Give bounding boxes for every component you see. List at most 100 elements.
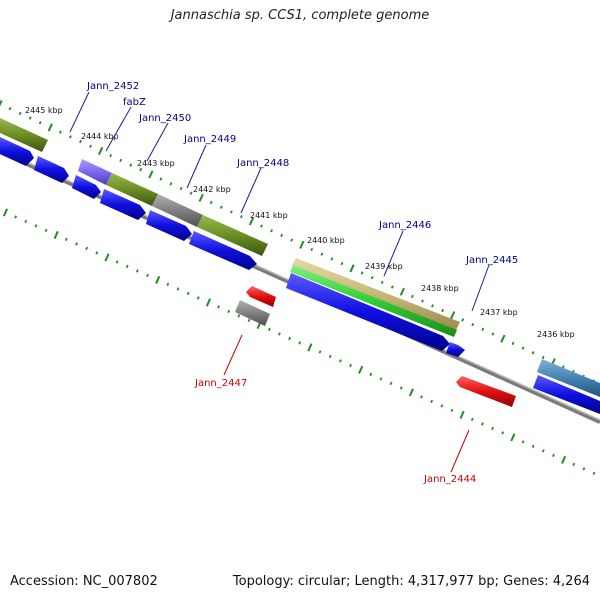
cds-forward-track xyxy=(0,137,600,414)
minor-tick xyxy=(139,168,143,172)
minor-tick xyxy=(24,219,28,224)
minor-tick xyxy=(280,233,284,238)
tick-label: 2441 kbp xyxy=(250,211,288,220)
minor-tick xyxy=(440,404,444,408)
minor-tick xyxy=(511,341,515,346)
cds-reverse-track xyxy=(235,286,516,407)
cds-arrow[interactable] xyxy=(189,231,257,270)
minor-tick xyxy=(420,395,423,399)
minor-tick xyxy=(119,158,123,162)
feature-block[interactable] xyxy=(290,265,457,337)
major-tick xyxy=(510,433,516,442)
minor-tick xyxy=(176,287,180,291)
feature-block[interactable] xyxy=(537,359,600,397)
minor-tick xyxy=(75,242,78,246)
leader-line xyxy=(223,334,243,376)
minor-tick xyxy=(541,449,545,453)
minor-tick xyxy=(592,471,596,475)
minor-tick xyxy=(267,327,271,332)
major-tick xyxy=(104,253,110,262)
major-tick xyxy=(248,217,255,226)
major-tick xyxy=(408,388,414,397)
cds-arrow[interactable] xyxy=(0,137,34,166)
minor-tick xyxy=(217,305,220,309)
gene-label-fabz[interactable]: fabZ xyxy=(123,97,146,108)
minor-tick xyxy=(369,372,373,377)
minor-tick xyxy=(491,332,495,336)
cds-arrow[interactable] xyxy=(146,210,192,241)
minor-tick xyxy=(380,280,384,284)
minor-tick xyxy=(270,229,274,233)
leader-line xyxy=(69,91,90,133)
minor-tick xyxy=(290,238,294,242)
minor-tick xyxy=(8,107,12,111)
accession-text: Accession: NC_007802 xyxy=(10,574,158,589)
minor-tick xyxy=(64,237,68,242)
tick-label: 2438 kbp xyxy=(421,284,459,293)
minor-tick xyxy=(410,294,414,299)
tick-label: 2445 kbp xyxy=(25,106,63,115)
feature-block[interactable] xyxy=(78,159,112,185)
minor-tick xyxy=(28,116,32,120)
cds-arrow[interactable] xyxy=(72,175,101,199)
minor-tick xyxy=(582,467,586,471)
genome-summary-text: Topology: circular; Length: 4,317,977 bp… xyxy=(232,574,590,589)
tick-label: 2443 kbp xyxy=(137,159,175,168)
leader-line xyxy=(240,167,262,214)
gene-label-jann-2448[interactable]: Jann_2448 xyxy=(236,158,289,169)
minor-tick xyxy=(239,215,243,219)
minor-tick xyxy=(89,144,92,148)
tick-label: 2442 kbp xyxy=(193,185,231,194)
cds-arrow[interactable] xyxy=(246,286,276,307)
feature-block[interactable] xyxy=(106,173,158,206)
gene-label-jann-2452[interactable]: Jann_2452 xyxy=(86,81,139,92)
cds-arrow[interactable] xyxy=(34,156,69,183)
minor-tick xyxy=(186,291,190,296)
major-tick xyxy=(97,146,104,156)
leader-line xyxy=(471,264,490,312)
major-tick xyxy=(155,275,161,285)
gene-label-jann-2444[interactable]: Jann_2444 xyxy=(423,474,476,485)
feature-block[interactable] xyxy=(235,300,270,326)
leader-line xyxy=(186,144,207,189)
cds-arrow[interactable] xyxy=(286,273,450,351)
minor-tick xyxy=(531,444,535,448)
minor-tick xyxy=(552,453,555,457)
cds-arrow[interactable] xyxy=(100,189,146,220)
major-tick xyxy=(47,123,53,132)
minor-tick xyxy=(179,186,183,191)
cds-arrow[interactable] xyxy=(533,375,600,414)
feature-block[interactable] xyxy=(0,118,48,152)
gene-label-jann-2446[interactable]: Jann_2446 xyxy=(378,220,431,231)
gene-label-jann-2449[interactable]: Jann_2449 xyxy=(183,134,236,145)
tick-label: 2439 kbp xyxy=(365,262,403,271)
minor-tick xyxy=(450,408,454,413)
cds-arrow[interactable] xyxy=(446,342,465,357)
gene-label-jann-2445[interactable]: Jann_2445 xyxy=(465,255,518,266)
major-tick xyxy=(459,410,465,419)
minor-tick xyxy=(379,377,383,381)
minor-tick xyxy=(421,299,424,303)
minor-tick xyxy=(196,296,200,300)
minor-tick xyxy=(441,308,445,313)
major-tick xyxy=(349,264,355,273)
feature-block[interactable] xyxy=(152,194,203,227)
major-tick xyxy=(2,208,9,217)
minor-tick xyxy=(209,200,213,205)
cds-arrow[interactable] xyxy=(456,376,516,407)
feature-block[interactable] xyxy=(197,215,268,256)
leader-line xyxy=(450,429,470,473)
gene-label-jann-2447[interactable]: Jann_2447 xyxy=(194,378,247,389)
feature-block[interactable] xyxy=(292,258,460,330)
gene-label-jann-2450[interactable]: Jann_2450 xyxy=(138,113,191,124)
minor-tick xyxy=(501,431,505,435)
minor-tick xyxy=(521,346,525,350)
minor-tick xyxy=(541,355,545,360)
minor-tick xyxy=(461,318,465,322)
minor-tick xyxy=(166,282,170,287)
minor-tick xyxy=(340,261,344,266)
leader-line xyxy=(146,122,169,162)
minor-tick xyxy=(328,354,332,359)
leader-line xyxy=(105,106,132,152)
